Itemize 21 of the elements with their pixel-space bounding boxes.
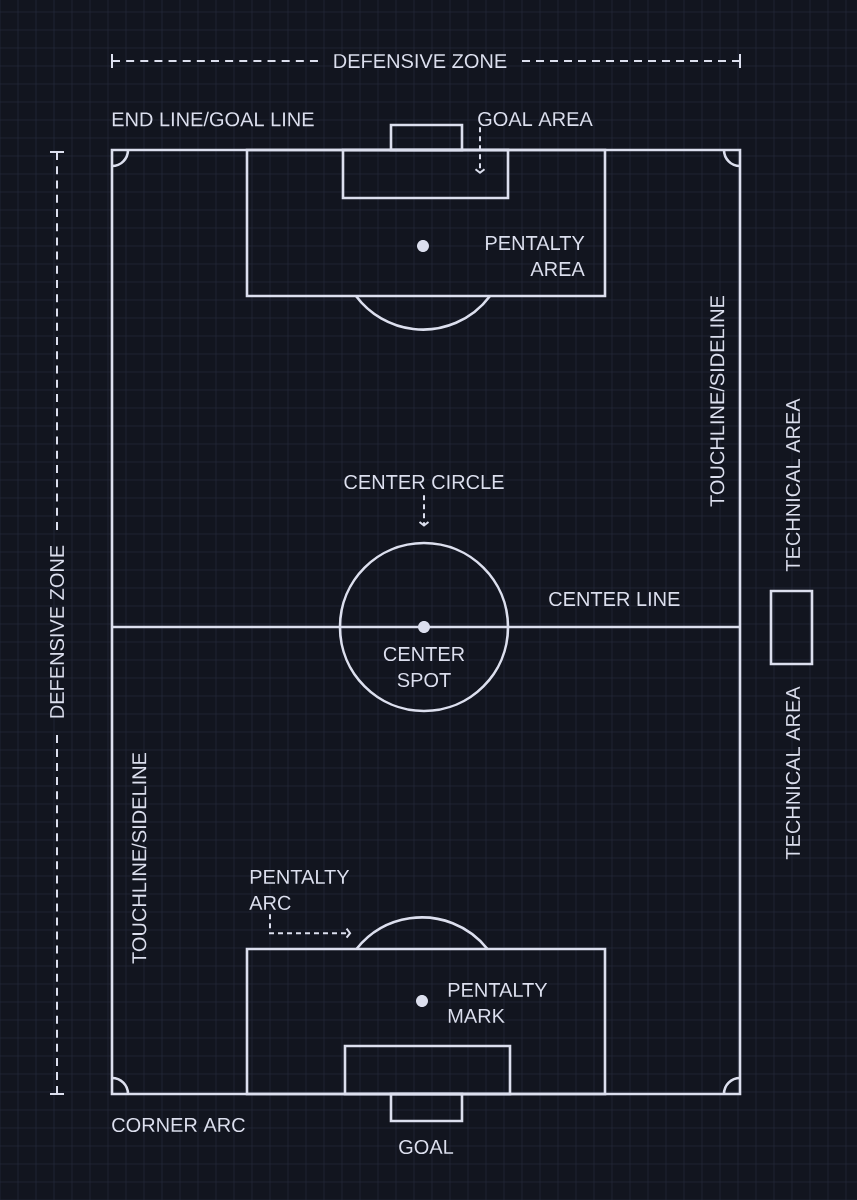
dimension-label: DEFENSIVE ZONE [49,545,65,718]
part-label: PENTALTY MARK [448,983,548,1023]
part-label: CENTER SPOT [383,646,465,688]
center-circle [338,541,510,713]
part-label: TECHNICAL AREA [785,686,801,860]
part-label: TOUCHLINE/SIDELINE [709,295,725,507]
part-label: CORNER ARC [112,1117,245,1133]
callout-label: PENTALTY ARC [249,870,350,910]
goal-area [341,148,510,200]
leader-arrow [474,126,486,174]
penalty-arc [355,916,489,950]
part-label: PENTALTY AREA [486,236,585,276]
callout-label: CENTER CIRCLE [344,474,504,490]
dimension-label: DEFENSIVE ZONE [334,53,507,69]
part-label: TOUCHLINE/SIDELINE [131,752,147,964]
part-label: TECHNICAL AREA [785,398,801,572]
goal-area [343,1044,512,1096]
leader-arrow [269,913,352,939]
leader-arrow [418,494,430,527]
callout-label: GOAL AREA [478,111,593,127]
technical-area-box [769,589,814,666]
